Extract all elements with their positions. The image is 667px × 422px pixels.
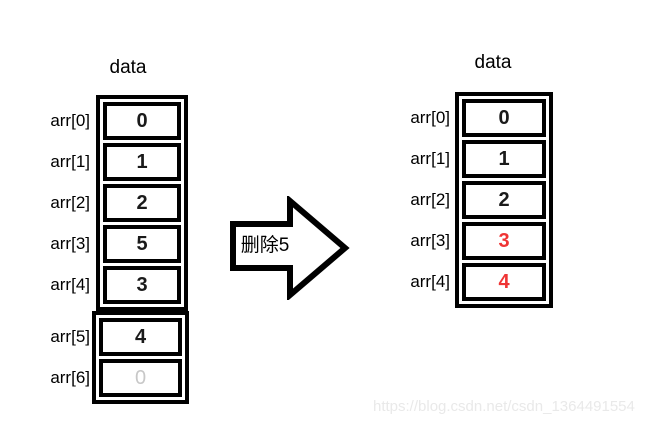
array-cell: 1: [462, 140, 546, 178]
right-index-label-3: arr[3]: [410, 231, 450, 250]
right-array-title: data: [474, 52, 512, 73]
left-array-block-bottom: 4 0: [92, 311, 189, 404]
cell-value: 2: [498, 188, 510, 211]
right-index-label-2: arr[2]: [410, 190, 450, 209]
cell-value-unused: 0: [134, 366, 147, 389]
cell-value: 0: [498, 106, 510, 129]
cell-value-shifted: 3: [498, 229, 510, 252]
right-index-label-4: arr[4]: [410, 272, 450, 291]
cell-value: 2: [136, 191, 148, 214]
cell-value: 4: [134, 325, 147, 348]
cell-value: 1: [136, 150, 148, 173]
left-index-label-0: arr[0]: [50, 111, 90, 130]
left-index-label-4: arr[4]: [50, 275, 90, 294]
blog-watermark: https://blog.csdn.net/csdn_1364491554: [373, 398, 635, 415]
right-index-label-0: arr[0]: [410, 108, 450, 127]
left-array-title: data: [109, 57, 147, 78]
array-cell: 1: [103, 143, 181, 181]
delete-arrow: 删除5: [228, 196, 350, 300]
cell-value: 3: [136, 273, 148, 296]
cell-value: 5: [136, 232, 148, 255]
left-index-label-3: arr[3]: [50, 234, 90, 253]
right-array-block: 0 1 2 3 4: [455, 92, 553, 308]
array-cell: 4: [99, 318, 182, 356]
left-array-block-top: 0 1 2 5 3: [96, 95, 188, 311]
left-index-label-6: arr[6]: [50, 368, 90, 387]
array-cell: 3: [462, 222, 546, 260]
array-cell: 4: [462, 263, 546, 301]
left-index-label-2: arr[2]: [50, 193, 90, 212]
array-cell: 0: [99, 359, 182, 397]
array-cell: 0: [103, 102, 181, 140]
right-block-arrow-icon: [230, 196, 350, 300]
array-cell: 3: [103, 266, 181, 304]
array-cell: 0: [462, 99, 546, 137]
delete-arrow-label: 删除5: [240, 235, 290, 256]
array-cell: 2: [462, 181, 546, 219]
left-index-label-5: arr[5]: [50, 327, 90, 346]
cell-value-shifted: 4: [498, 270, 510, 293]
array-cell: 5: [103, 225, 181, 263]
right-index-label-1: arr[1]: [410, 149, 450, 168]
cell-value: 1: [498, 147, 510, 170]
left-index-label-1: arr[1]: [50, 152, 90, 171]
array-cell: 2: [103, 184, 181, 222]
cell-value: 0: [136, 109, 148, 132]
